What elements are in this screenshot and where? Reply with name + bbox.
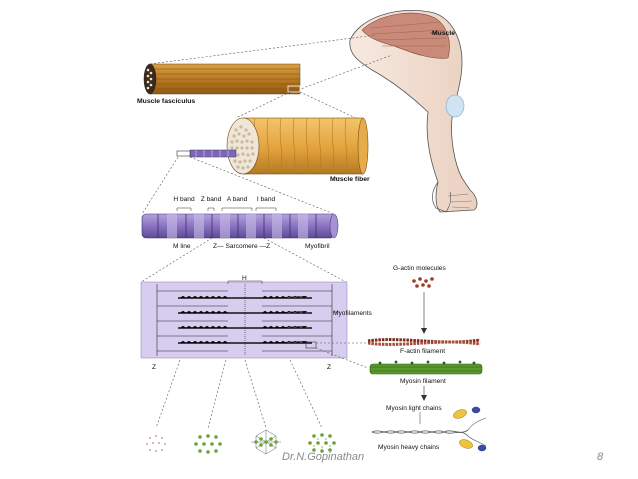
myosin-filament-label: Myosin filament bbox=[400, 378, 446, 385]
z-band-label: Z band bbox=[201, 196, 222, 203]
i-band-label: I band bbox=[257, 196, 276, 203]
band-labels: H band Z band A band I band bbox=[173, 196, 277, 211]
f-actin-label: F-actin filament bbox=[400, 348, 445, 355]
author-credit: Dr.N.Gopinathan bbox=[282, 451, 365, 463]
arm-illustration bbox=[349, 10, 478, 213]
g-actin-label: G-actin molecules bbox=[393, 265, 446, 272]
muscle-label: Muscle bbox=[432, 30, 455, 37]
f-actin-filament bbox=[367, 338, 481, 346]
h-zone-label: H bbox=[242, 275, 247, 282]
cross-section-m-line bbox=[308, 433, 336, 453]
elbow-highlight bbox=[445, 94, 465, 118]
myofilament-rows bbox=[157, 290, 332, 352]
sarcomere-detail: H bbox=[140, 275, 348, 359]
z-line-label-right: Z bbox=[327, 364, 331, 371]
page-number: 8 bbox=[597, 451, 604, 463]
g-actin-molecules bbox=[412, 277, 434, 288]
myofibril-label: Myofibril bbox=[305, 243, 330, 250]
muscle-fasciculus-bundle bbox=[143, 63, 301, 95]
muscle-fiber-cylinder bbox=[176, 117, 369, 175]
myosin-molecule bbox=[371, 406, 487, 452]
cross-section-thin-filaments bbox=[146, 435, 166, 452]
myofilaments-label: Myofilaments bbox=[333, 310, 373, 317]
myosin-filament bbox=[369, 360, 483, 375]
myosin-light-chains-label: Myosin light chains bbox=[386, 405, 442, 412]
muscle-fiber-label: Muscle fiber bbox=[330, 176, 370, 183]
h-band-label: H band bbox=[173, 196, 195, 203]
z-line-label-left: Z bbox=[152, 364, 156, 371]
myosin-heavy-chains-label: Myosin heavy chains bbox=[378, 444, 440, 451]
myofibril-cylinder bbox=[141, 213, 339, 239]
muscle-fasciculus-label: Muscle fasciculus bbox=[137, 98, 195, 105]
cross-section-overlap bbox=[251, 429, 281, 455]
biceps-muscle bbox=[361, 12, 450, 59]
m-line-label: M line bbox=[173, 243, 191, 250]
sarcomere-label: Z— Sarcomere —Z bbox=[213, 243, 270, 250]
cross-section-thick-filaments bbox=[194, 434, 222, 454]
a-band-label: A band bbox=[227, 196, 248, 203]
